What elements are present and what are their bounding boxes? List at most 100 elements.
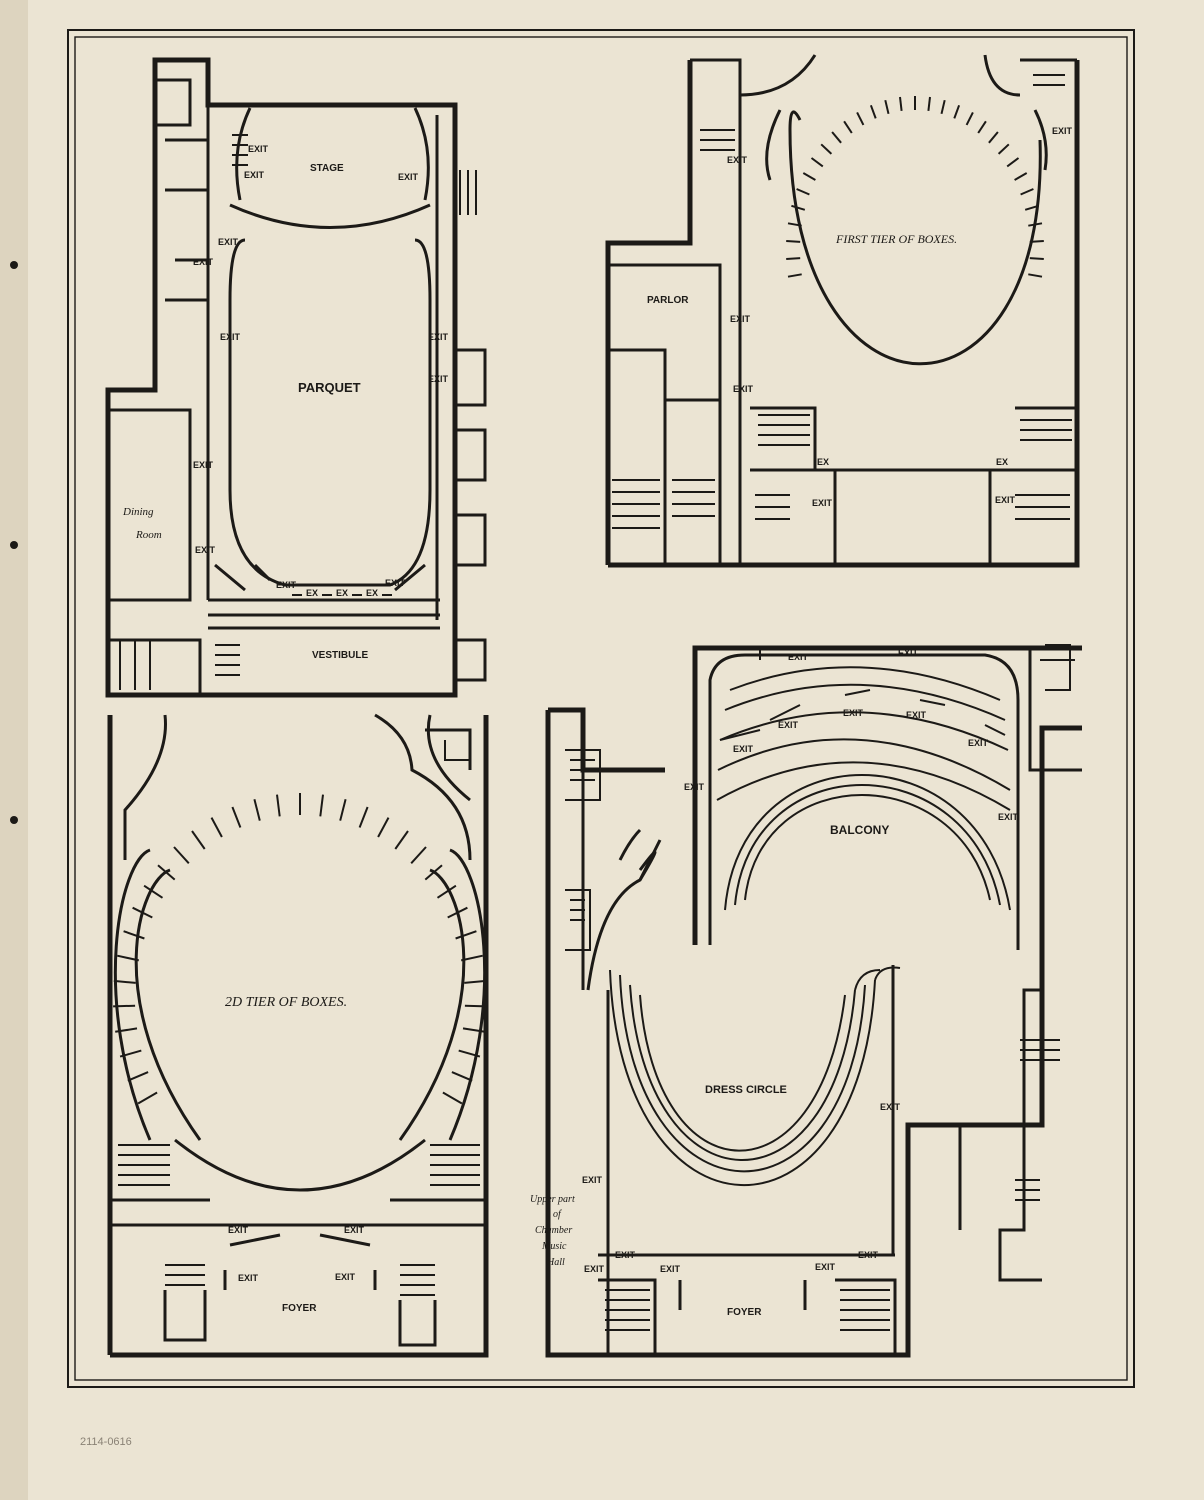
box-partition-line <box>210 817 223 838</box>
box-partition-line <box>997 143 1010 155</box>
box-partition-line <box>191 830 206 850</box>
exit-label: EXIT <box>218 237 239 247</box>
box-partition-line <box>319 794 324 817</box>
box-partition-line <box>927 96 931 112</box>
ex-label: EX <box>817 457 829 467</box>
label-stage: STAGE <box>310 163 344 174</box>
box-partition-line <box>884 99 890 115</box>
box-partition-line <box>1006 157 1020 168</box>
box-partition-line <box>810 157 824 168</box>
label-dress-circle: DRESS CIRCLE <box>705 1084 787 1096</box>
box-partition-line <box>1020 188 1034 196</box>
exit-label: EXIT <box>335 1272 356 1282</box>
exit-label: EXIT <box>733 744 754 754</box>
exit-label: EXIT <box>815 1262 836 1272</box>
exit-label: EXIT <box>880 1102 901 1112</box>
box-partition-line <box>786 257 801 260</box>
exit-label: EXIT <box>244 170 265 180</box>
box-partition-line <box>143 884 164 899</box>
exit-label: EXIT <box>968 738 989 748</box>
box-partition-line <box>988 131 999 144</box>
box-partition-line <box>117 954 140 962</box>
label-first-tier: FIRST TIER OF BOXES. <box>835 232 957 246</box>
box-partition-line <box>451 1071 473 1082</box>
plan-balcony: BALCONY EXIT EXIT EXIT EXIT EXIT EXIT EX… <box>684 645 1082 950</box>
label-room: Room <box>135 529 162 541</box>
exit-label: EXIT <box>684 782 705 792</box>
box-partition-line <box>358 806 369 828</box>
label-chamber-4: Music <box>541 1241 567 1252</box>
box-partition-line <box>786 240 801 243</box>
box-partition-line <box>436 884 457 899</box>
box-partition-line <box>173 846 190 864</box>
ex-label: EX <box>366 588 378 598</box>
exit-label: EXIT <box>858 1250 879 1260</box>
box-partition-line <box>137 1091 158 1105</box>
box-partition-line <box>1024 204 1039 211</box>
binding-edge <box>0 0 28 1500</box>
exit-label: EXIT <box>428 374 449 384</box>
box-partition-line <box>447 906 468 919</box>
binding-hole <box>10 541 18 549</box>
plan-second-tier: 2D TIER OF BOXES. FOYER EXIT EXIT EXIT E… <box>107 713 489 1358</box>
box-partition-line <box>464 1004 487 1008</box>
box-partitions <box>113 793 487 1105</box>
plan-dress-circle: DRESS CIRCLE FOYER EXIT EXIT EXIT EXIT E… <box>530 644 1082 1358</box>
box-partitions <box>786 96 1044 278</box>
label-chamber-5: Hall <box>546 1257 565 1268</box>
pencil-note: 2114-0616 <box>80 1436 132 1448</box>
ex-label: EX <box>996 457 1008 467</box>
exit-label: EXIT <box>906 710 927 720</box>
box-partition-line <box>123 930 145 940</box>
box-partition-line <box>856 111 865 126</box>
label-balcony: BALCONY <box>830 823 889 837</box>
label-foyer: FOYER <box>727 1307 762 1318</box>
binding-hole <box>10 816 18 824</box>
exit-label: EXIT <box>238 1273 259 1283</box>
plan-parquet: STAGE PARQUET VESTIBULE Dining Room EXIT… <box>105 57 487 698</box>
box-partition-line <box>1028 222 1043 227</box>
box-partition-line <box>455 930 477 940</box>
exit-label: EXIT <box>660 1264 681 1274</box>
exit-label: EXIT <box>788 652 809 662</box>
box-partition-line <box>276 794 281 817</box>
box-partition-line <box>977 120 987 134</box>
exit-label: EXIT <box>995 495 1016 505</box>
ex-label: EX <box>306 588 318 598</box>
ex-label: EX <box>336 588 348 598</box>
exit-label: EXIT <box>733 384 754 394</box>
label-chamber-3: Chamber <box>535 1225 572 1236</box>
exit-label: EXIT <box>812 498 833 508</box>
exit-label: EXIT <box>584 1264 605 1274</box>
box-partition-line <box>157 864 176 881</box>
label-parlor: PARLOR <box>647 295 689 306</box>
box-partition-line <box>253 799 261 821</box>
box-partition-line <box>1029 257 1044 260</box>
exit-label: EXIT <box>220 332 241 342</box>
box-partition-line <box>899 96 903 112</box>
label-parquet: PARQUET <box>298 380 361 395</box>
exit-label: EXIT <box>385 578 406 588</box>
box-partition-line <box>965 111 974 126</box>
box-partition-line <box>119 1049 142 1058</box>
exit-label: EXIT <box>615 1250 636 1260</box>
box-partition-line <box>113 979 136 984</box>
box-partition-line <box>462 1027 485 1033</box>
box-partition-line <box>442 1091 463 1105</box>
exit-label: EXIT <box>727 155 748 165</box>
box-partition-line <box>424 864 443 881</box>
label-chamber-1: Upper part <box>530 1194 575 1205</box>
exit-label: EXIT <box>998 812 1019 822</box>
exit-label: EXIT <box>898 648 919 658</box>
box-partition-line <box>843 120 853 134</box>
exit-label: EXIT <box>398 172 419 182</box>
label-chamber-2: of <box>553 1209 562 1220</box>
box-partition-line <box>820 143 833 155</box>
box-partition-line <box>831 131 842 144</box>
exit-label: EXIT <box>248 144 269 154</box>
page-border <box>67 29 1135 1388</box>
box-partition-line <box>132 906 153 919</box>
label-dining: Dining <box>122 506 154 518</box>
box-partition-line <box>458 1049 481 1058</box>
